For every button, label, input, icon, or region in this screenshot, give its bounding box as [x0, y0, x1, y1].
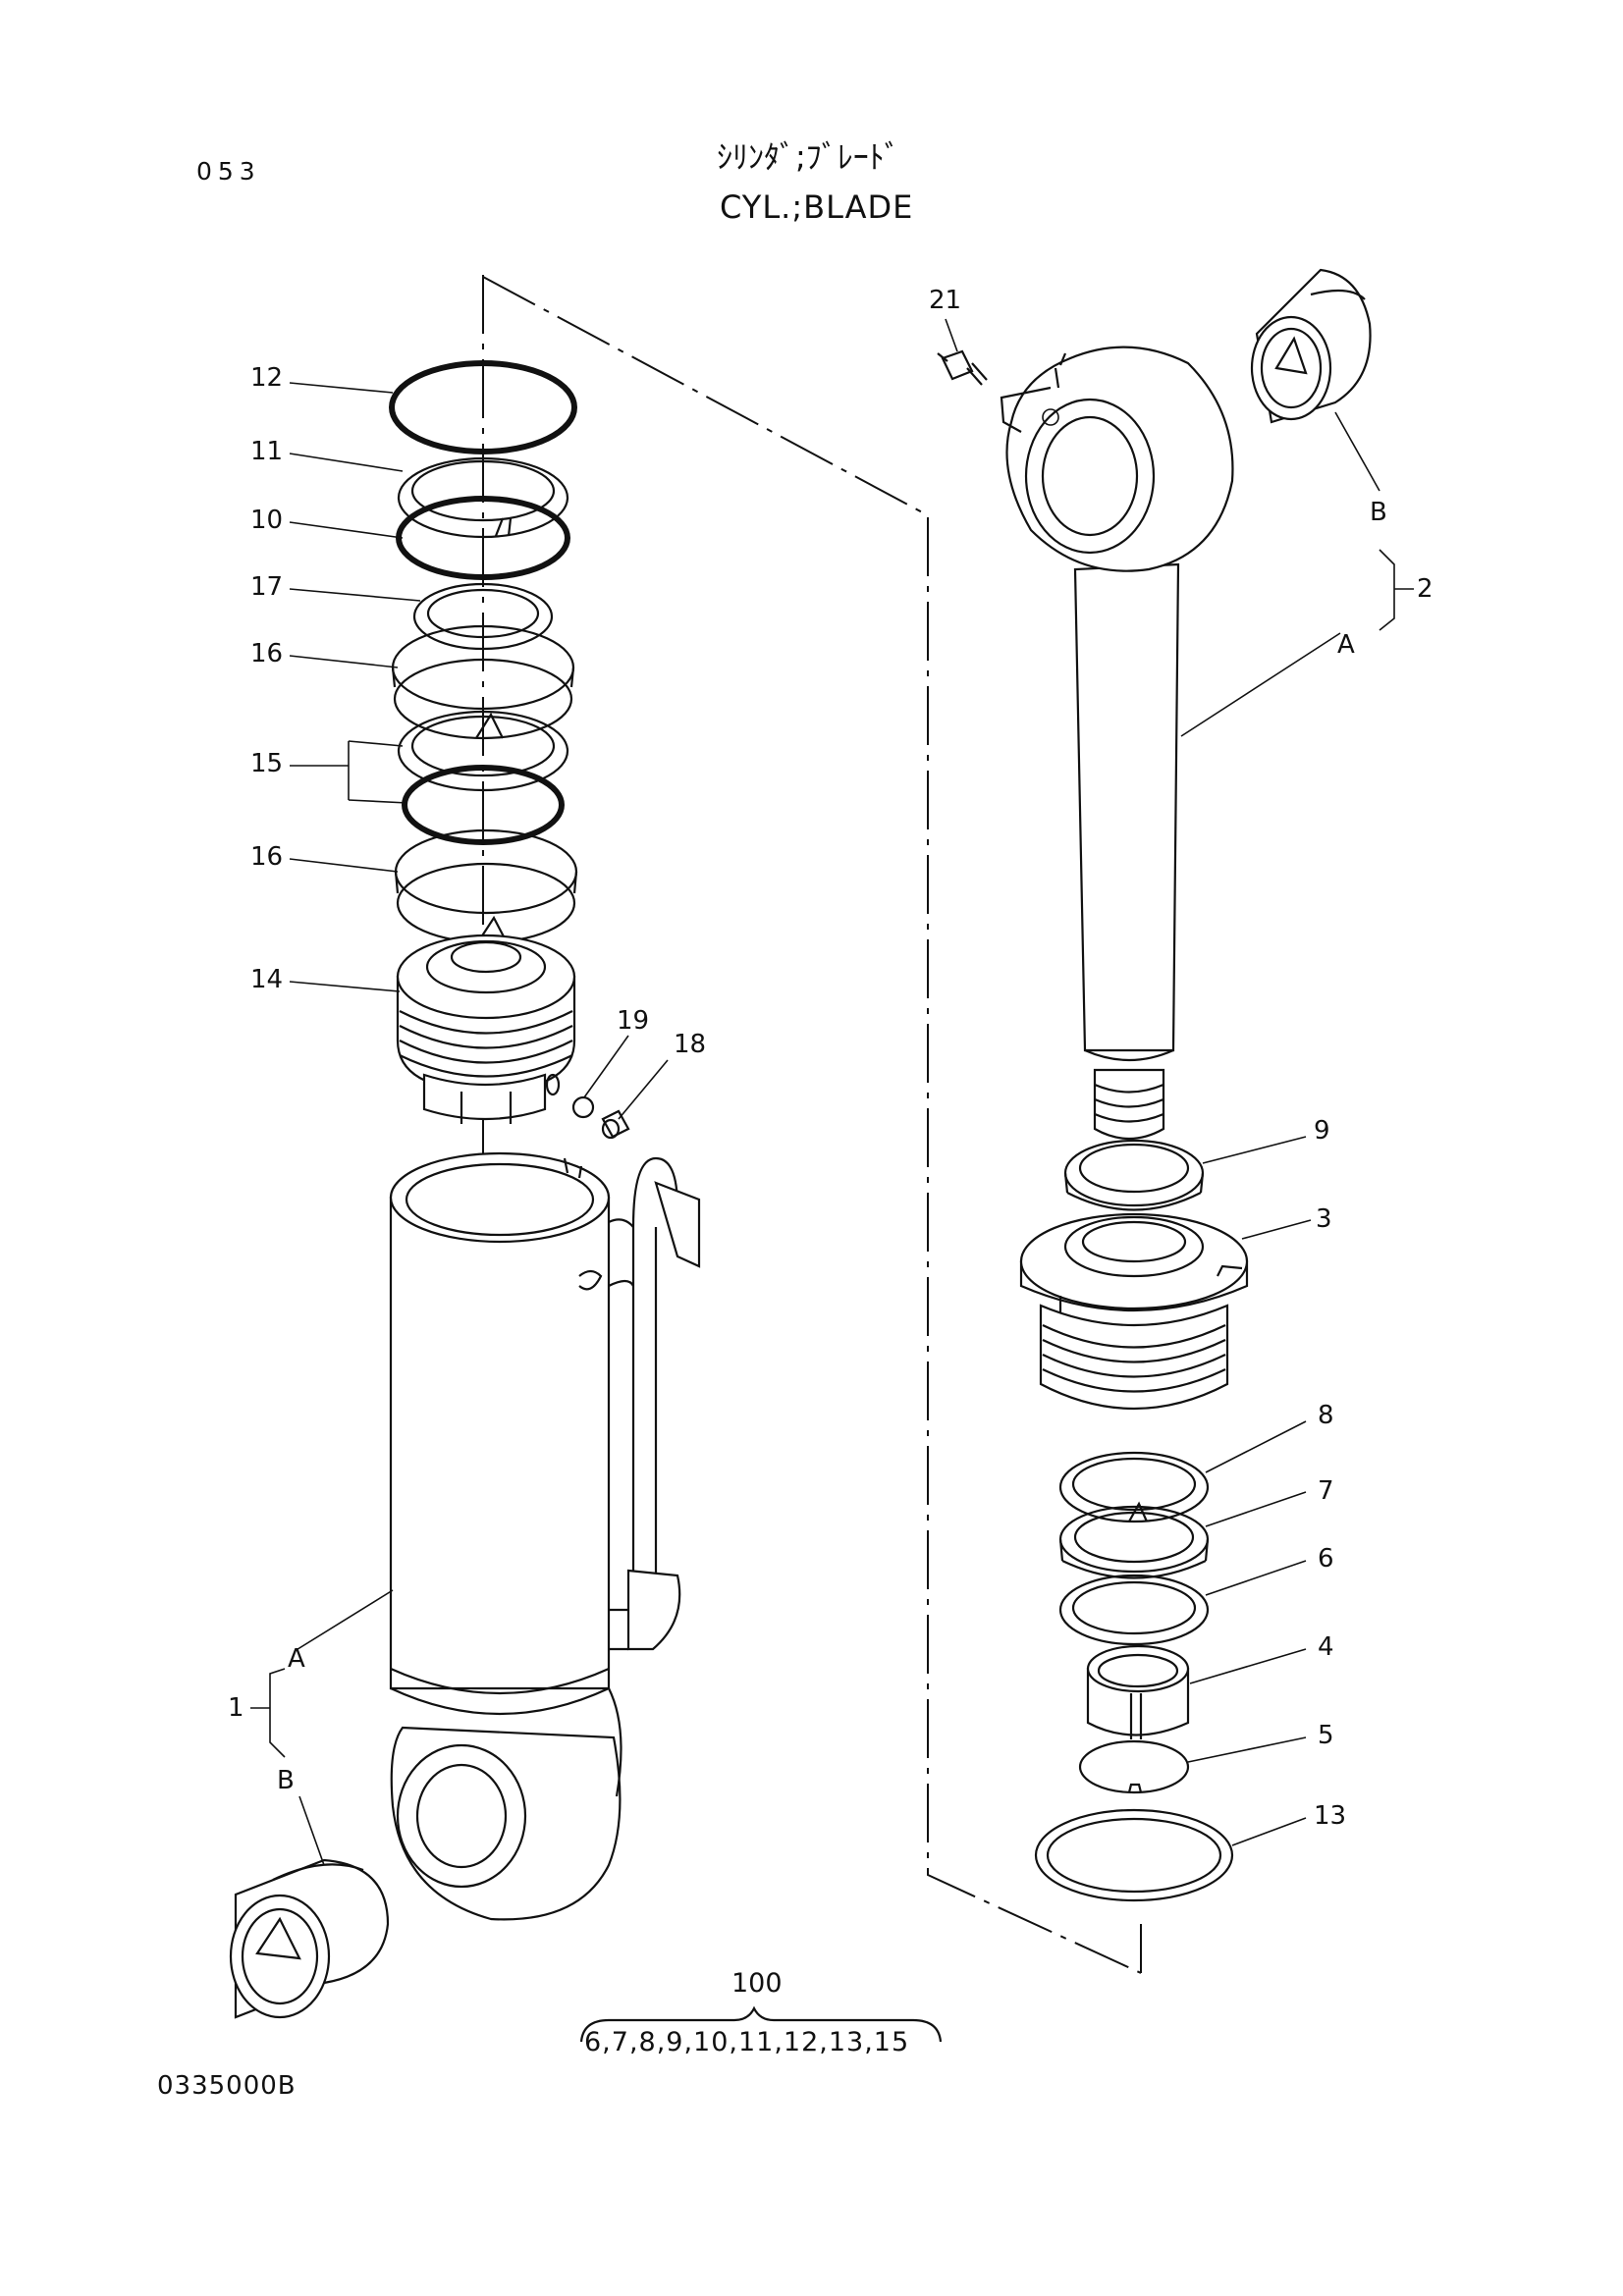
- label-b-left: B: [277, 1766, 295, 1795]
- callout-19: 19: [617, 1006, 649, 1036]
- callout-17: 17: [250, 572, 283, 602]
- callout-11: 11: [250, 437, 283, 466]
- piston-rod-2: [1000, 346, 1234, 1140]
- callout-8: 8: [1318, 1401, 1334, 1430]
- label-a-right: A: [1337, 630, 1355, 660]
- callout-7: 7: [1318, 1476, 1334, 1506]
- callout-14: 14: [250, 965, 283, 994]
- bushing-4: [1086, 1644, 1190, 1739]
- ring-6: [1058, 1574, 1210, 1646]
- callout-5: 5: [1318, 1721, 1334, 1750]
- ring-13: [1034, 1808, 1234, 1902]
- callout-labels: 12 11 10 17 16 15 16 14 19 18 21 9 3 8 7…: [228, 286, 1434, 1831]
- leader-lines: [250, 318, 1414, 1866]
- seal-15: [397, 710, 569, 845]
- ring-9: [1063, 1139, 1205, 1211]
- rod-cover-3: [1019, 1212, 1249, 1410]
- backup-ring-8: [1058, 1451, 1210, 1523]
- grease-nipple-21: [937, 349, 988, 386]
- seal-kit-contents: 6,7,8,9,10,11,12,13,15: [584, 2027, 910, 2057]
- callout-16-upper: 16: [250, 639, 283, 668]
- wear-ring-16-lower: [394, 828, 578, 944]
- set-screw-18: [601, 1109, 630, 1140]
- kit-brace: [579, 2005, 943, 2043]
- callout-18: 18: [674, 1030, 706, 1059]
- callout-16-lower: 16: [250, 842, 283, 872]
- callout-13: 13: [1314, 1801, 1346, 1831]
- callout-1: 1: [228, 1693, 244, 1723]
- backup-ring-11: [397, 456, 569, 539]
- callout-10: 10: [250, 506, 283, 535]
- piston-14: [396, 934, 576, 1124]
- drawing-code: 0335000B: [157, 2071, 297, 2101]
- title-english: CYL.;BLADE: [720, 188, 914, 226]
- seal-7: [1058, 1505, 1210, 1579]
- seal-kit-number: 100: [731, 1968, 783, 1999]
- snap-ring-5: [1078, 1739, 1190, 1794]
- callout-12: 12: [250, 363, 283, 393]
- bushing-b-left: [229, 1858, 390, 2019]
- callout-15: 15: [250, 749, 283, 778]
- callout-4: 4: [1318, 1632, 1334, 1662]
- label-b-right: B: [1370, 498, 1387, 527]
- page-number: 053: [196, 157, 261, 186]
- callout-9: 9: [1314, 1116, 1330, 1146]
- cylinder-tube-1: [389, 1151, 701, 1921]
- o-ring-12: [389, 360, 577, 454]
- title-japanese: ｼﾘﾝﾀﾞ;ﾌﾞﾚｰﾄﾞ: [717, 138, 900, 176]
- ring-17: [412, 582, 554, 651]
- callout-3: 3: [1316, 1204, 1332, 1234]
- callout-21: 21: [929, 286, 961, 315]
- callout-6: 6: [1318, 1544, 1334, 1574]
- bushing-b-right: [1250, 268, 1372, 424]
- steel-ball-19: [571, 1095, 595, 1119]
- callout-2: 2: [1417, 574, 1434, 604]
- label-a-left: A: [288, 1644, 305, 1674]
